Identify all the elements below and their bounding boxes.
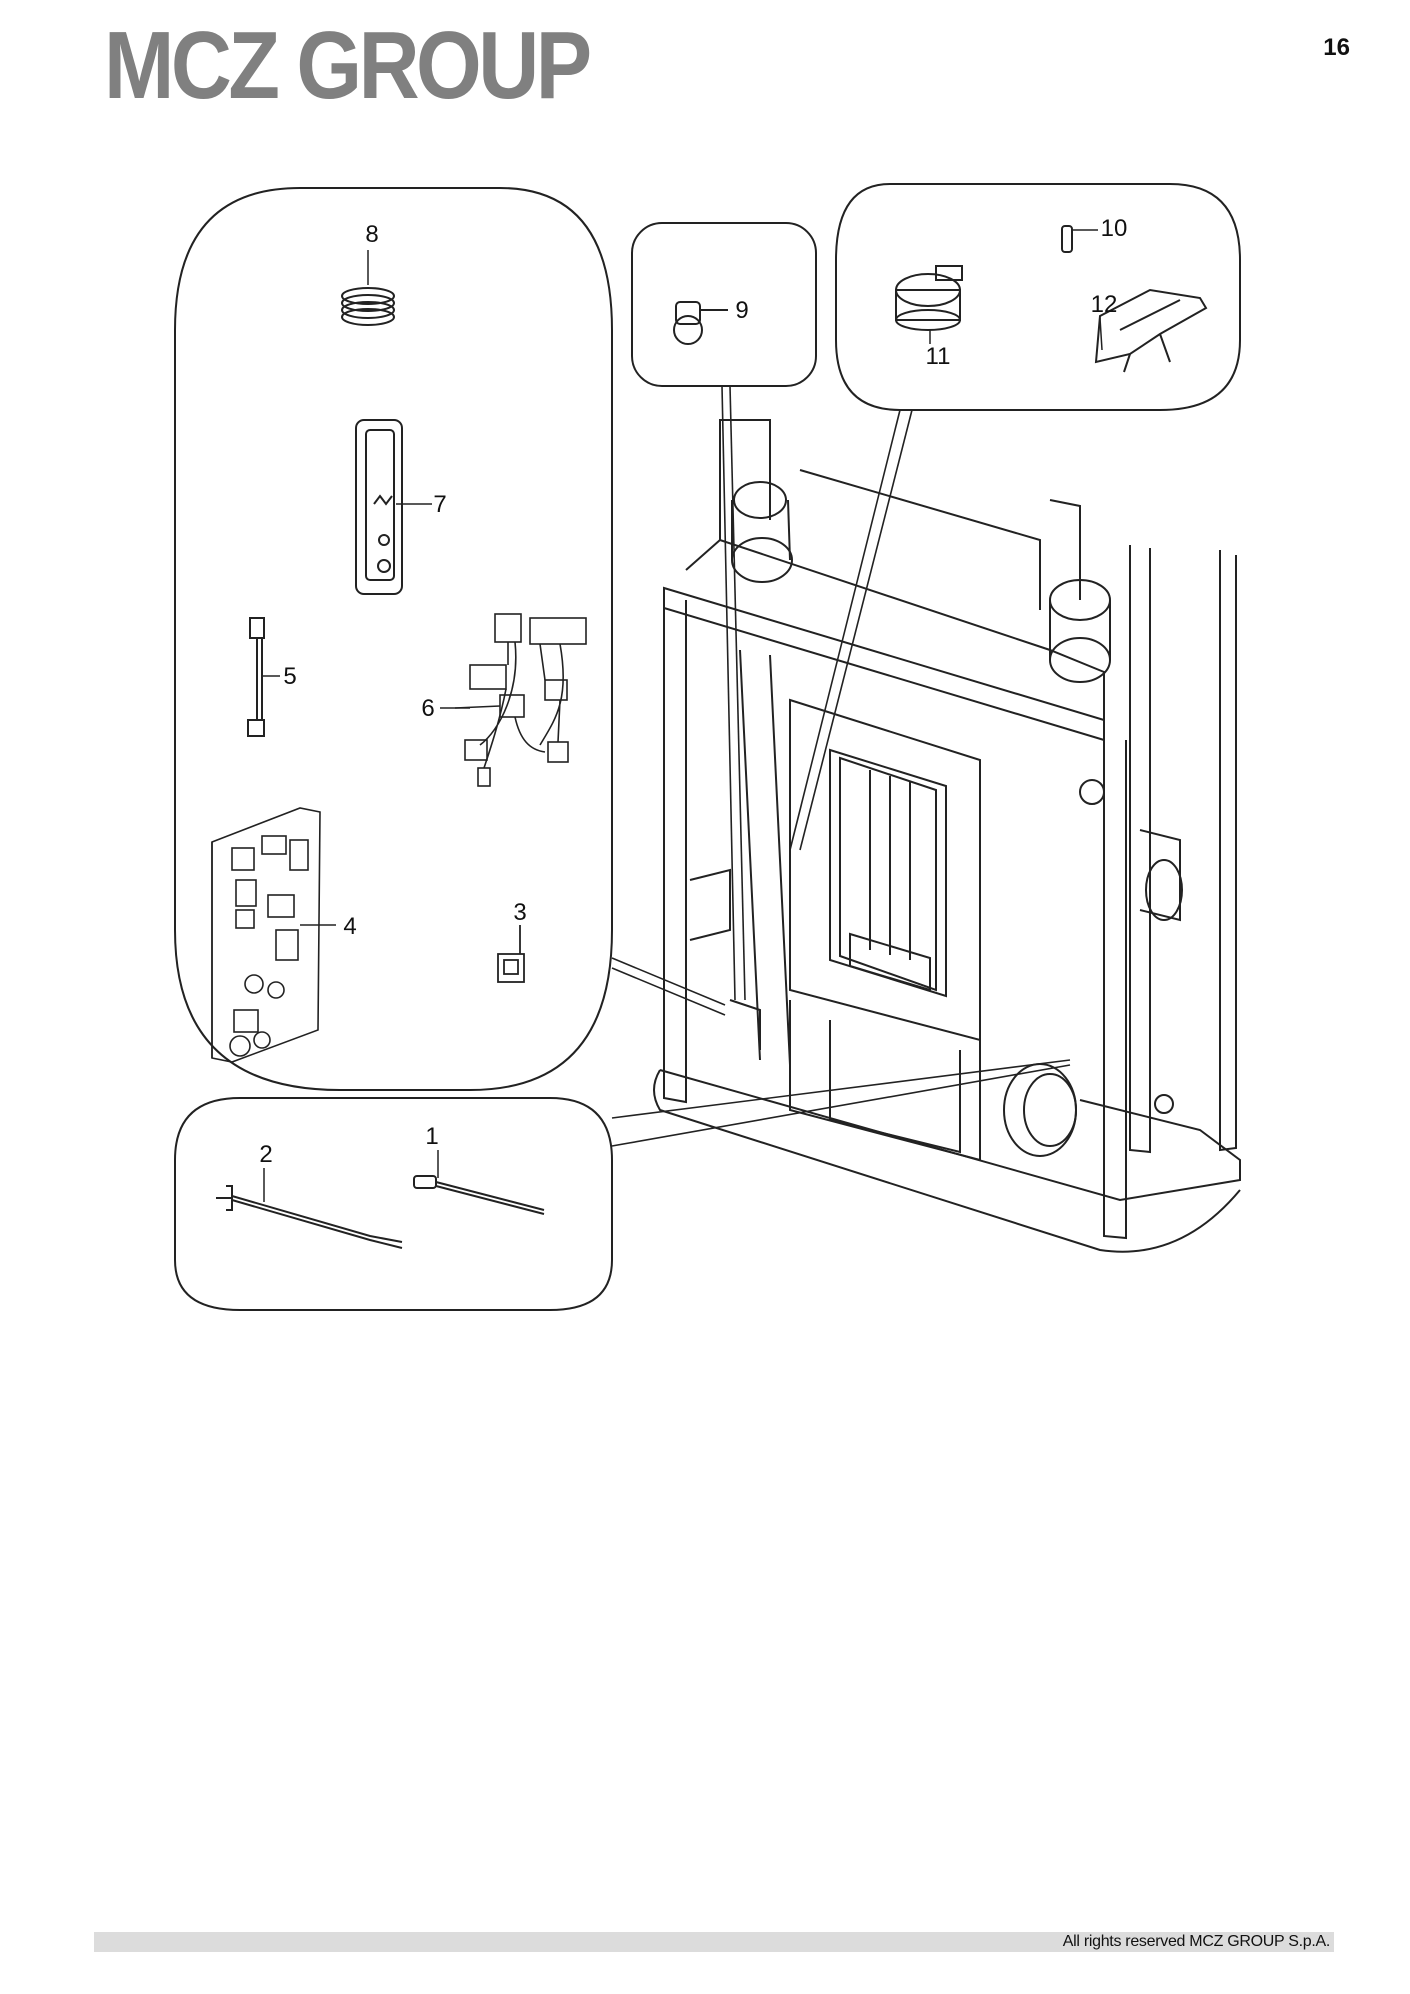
stove-frame (653, 419, 1241, 1253)
group-frame-sensors (174, 1097, 613, 1311)
part-9-pressure-switch (673, 301, 728, 345)
group-frame-electronics (174, 187, 613, 1091)
callout-3: 3 (513, 899, 526, 926)
footer-copyright: All rights reserved MCZ GROUP S.p.A. (1062, 1933, 1331, 1950)
footer-bar (94, 1932, 1334, 1952)
part-3-connector-block (497, 925, 525, 983)
callout-8: 8 (365, 221, 378, 248)
callout-9: 9 (735, 297, 748, 324)
callout-1: 1 (425, 1123, 438, 1150)
callout-10: 10 (1101, 215, 1128, 242)
part-2-probe (216, 1168, 403, 1249)
page-number: 16 (1323, 34, 1350, 61)
part-8-coil (341, 250, 395, 326)
callout-2: 2 (259, 1141, 272, 1168)
group-frame-pressure-switch (631, 222, 817, 387)
part-4-circuit-board (211, 807, 336, 1063)
callout-12: 12 (1091, 291, 1118, 318)
part-11-pressure-switch (895, 265, 963, 344)
callout-11: 11 (926, 343, 951, 370)
part-12-bracket (1094, 288, 1208, 373)
part-10-pin (1061, 225, 1098, 253)
callout-5: 5 (283, 663, 296, 690)
part-7-control-panel (355, 419, 432, 595)
callout-6: 6 (421, 695, 434, 722)
part-1-probe (413, 1150, 545, 1215)
leader-lines (611, 385, 1071, 1147)
brand-logo: MCZ GROUP (104, 12, 592, 119)
callout-labels: 1 2 3 4 5 6 7 8 9 10 11 12 (259, 215, 1127, 1168)
callout-4: 4 (343, 913, 356, 940)
part-6-wiring-harness (440, 613, 587, 787)
group-frame-top-parts (835, 183, 1241, 411)
callout-7: 7 (433, 491, 446, 518)
part-5-cable (247, 617, 280, 737)
